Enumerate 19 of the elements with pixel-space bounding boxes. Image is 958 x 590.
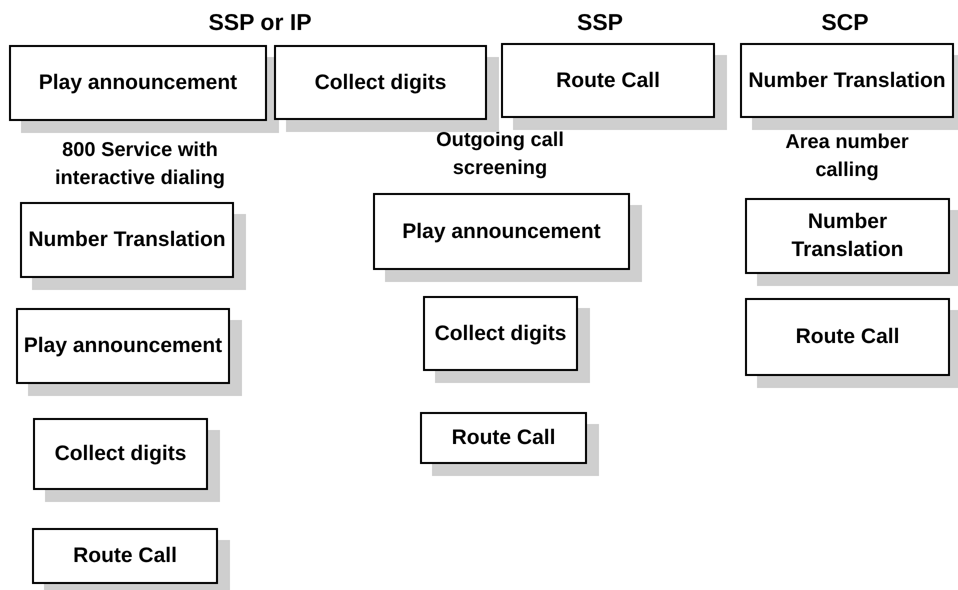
box-label: Number Translation: [28, 227, 226, 253]
column-heading: SSP: [576, 8, 624, 36]
box-label: Play announcement: [38, 70, 238, 96]
section-heading: Area number calling: [784, 130, 910, 183]
box-label: Route Call: [73, 543, 177, 569]
box-label: Route Call: [796, 324, 900, 350]
box-label: Route Call: [452, 425, 556, 451]
box-label: Number Translation: [790, 209, 905, 263]
box-label: Collect digits: [314, 70, 446, 96]
box-label: Collect digits: [54, 441, 186, 467]
section-heading: Outgoing call screening: [435, 128, 565, 181]
box-label: Play announcement: [24, 333, 222, 359]
section-heading: 800 Service with interactive dialing: [54, 138, 226, 191]
column-heading: SCP: [820, 8, 870, 36]
column-heading: SSP or IP: [207, 8, 313, 36]
box-label: Number Translation: [748, 68, 946, 94]
box-label: Collect digits: [434, 320, 566, 346]
box-label: Route Call: [556, 68, 660, 94]
box-label: Play announcement: [402, 218, 601, 244]
